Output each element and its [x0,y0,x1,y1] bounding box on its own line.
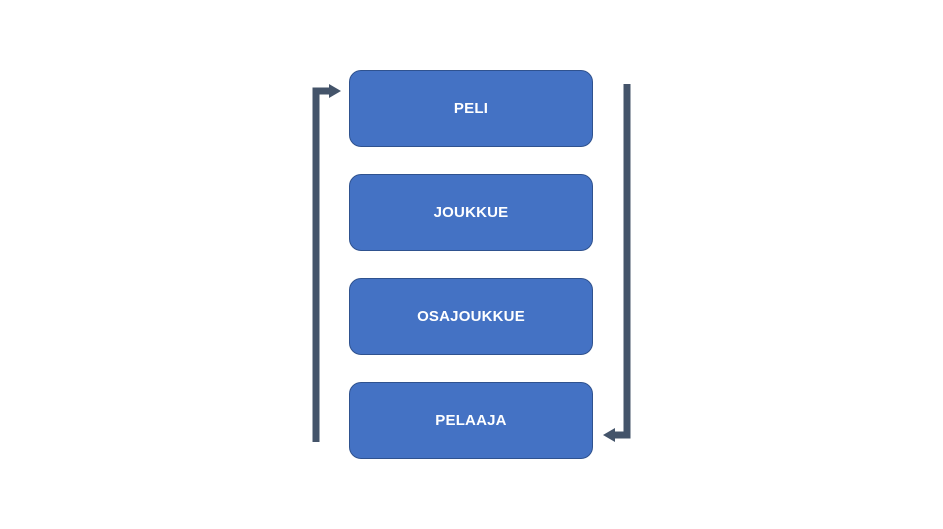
box-label: OSAJOUKKUE [417,308,525,325]
up-arrow-left [312,84,341,442]
down-arrow-right [603,84,631,442]
box-joukkue: JOUKKUE [349,174,593,251]
box-osajoukkue: OSAJOUKKUE [349,278,593,355]
box-label: JOUKKUE [433,204,509,221]
box-label: PELI [453,100,489,117]
box-pelaaja: PELAAJA [349,382,593,459]
box-peli: PELI [349,70,593,147]
arrow-head-left [603,428,615,442]
arrow-head-right [329,84,341,98]
box-label: PELAAJA [435,412,507,429]
